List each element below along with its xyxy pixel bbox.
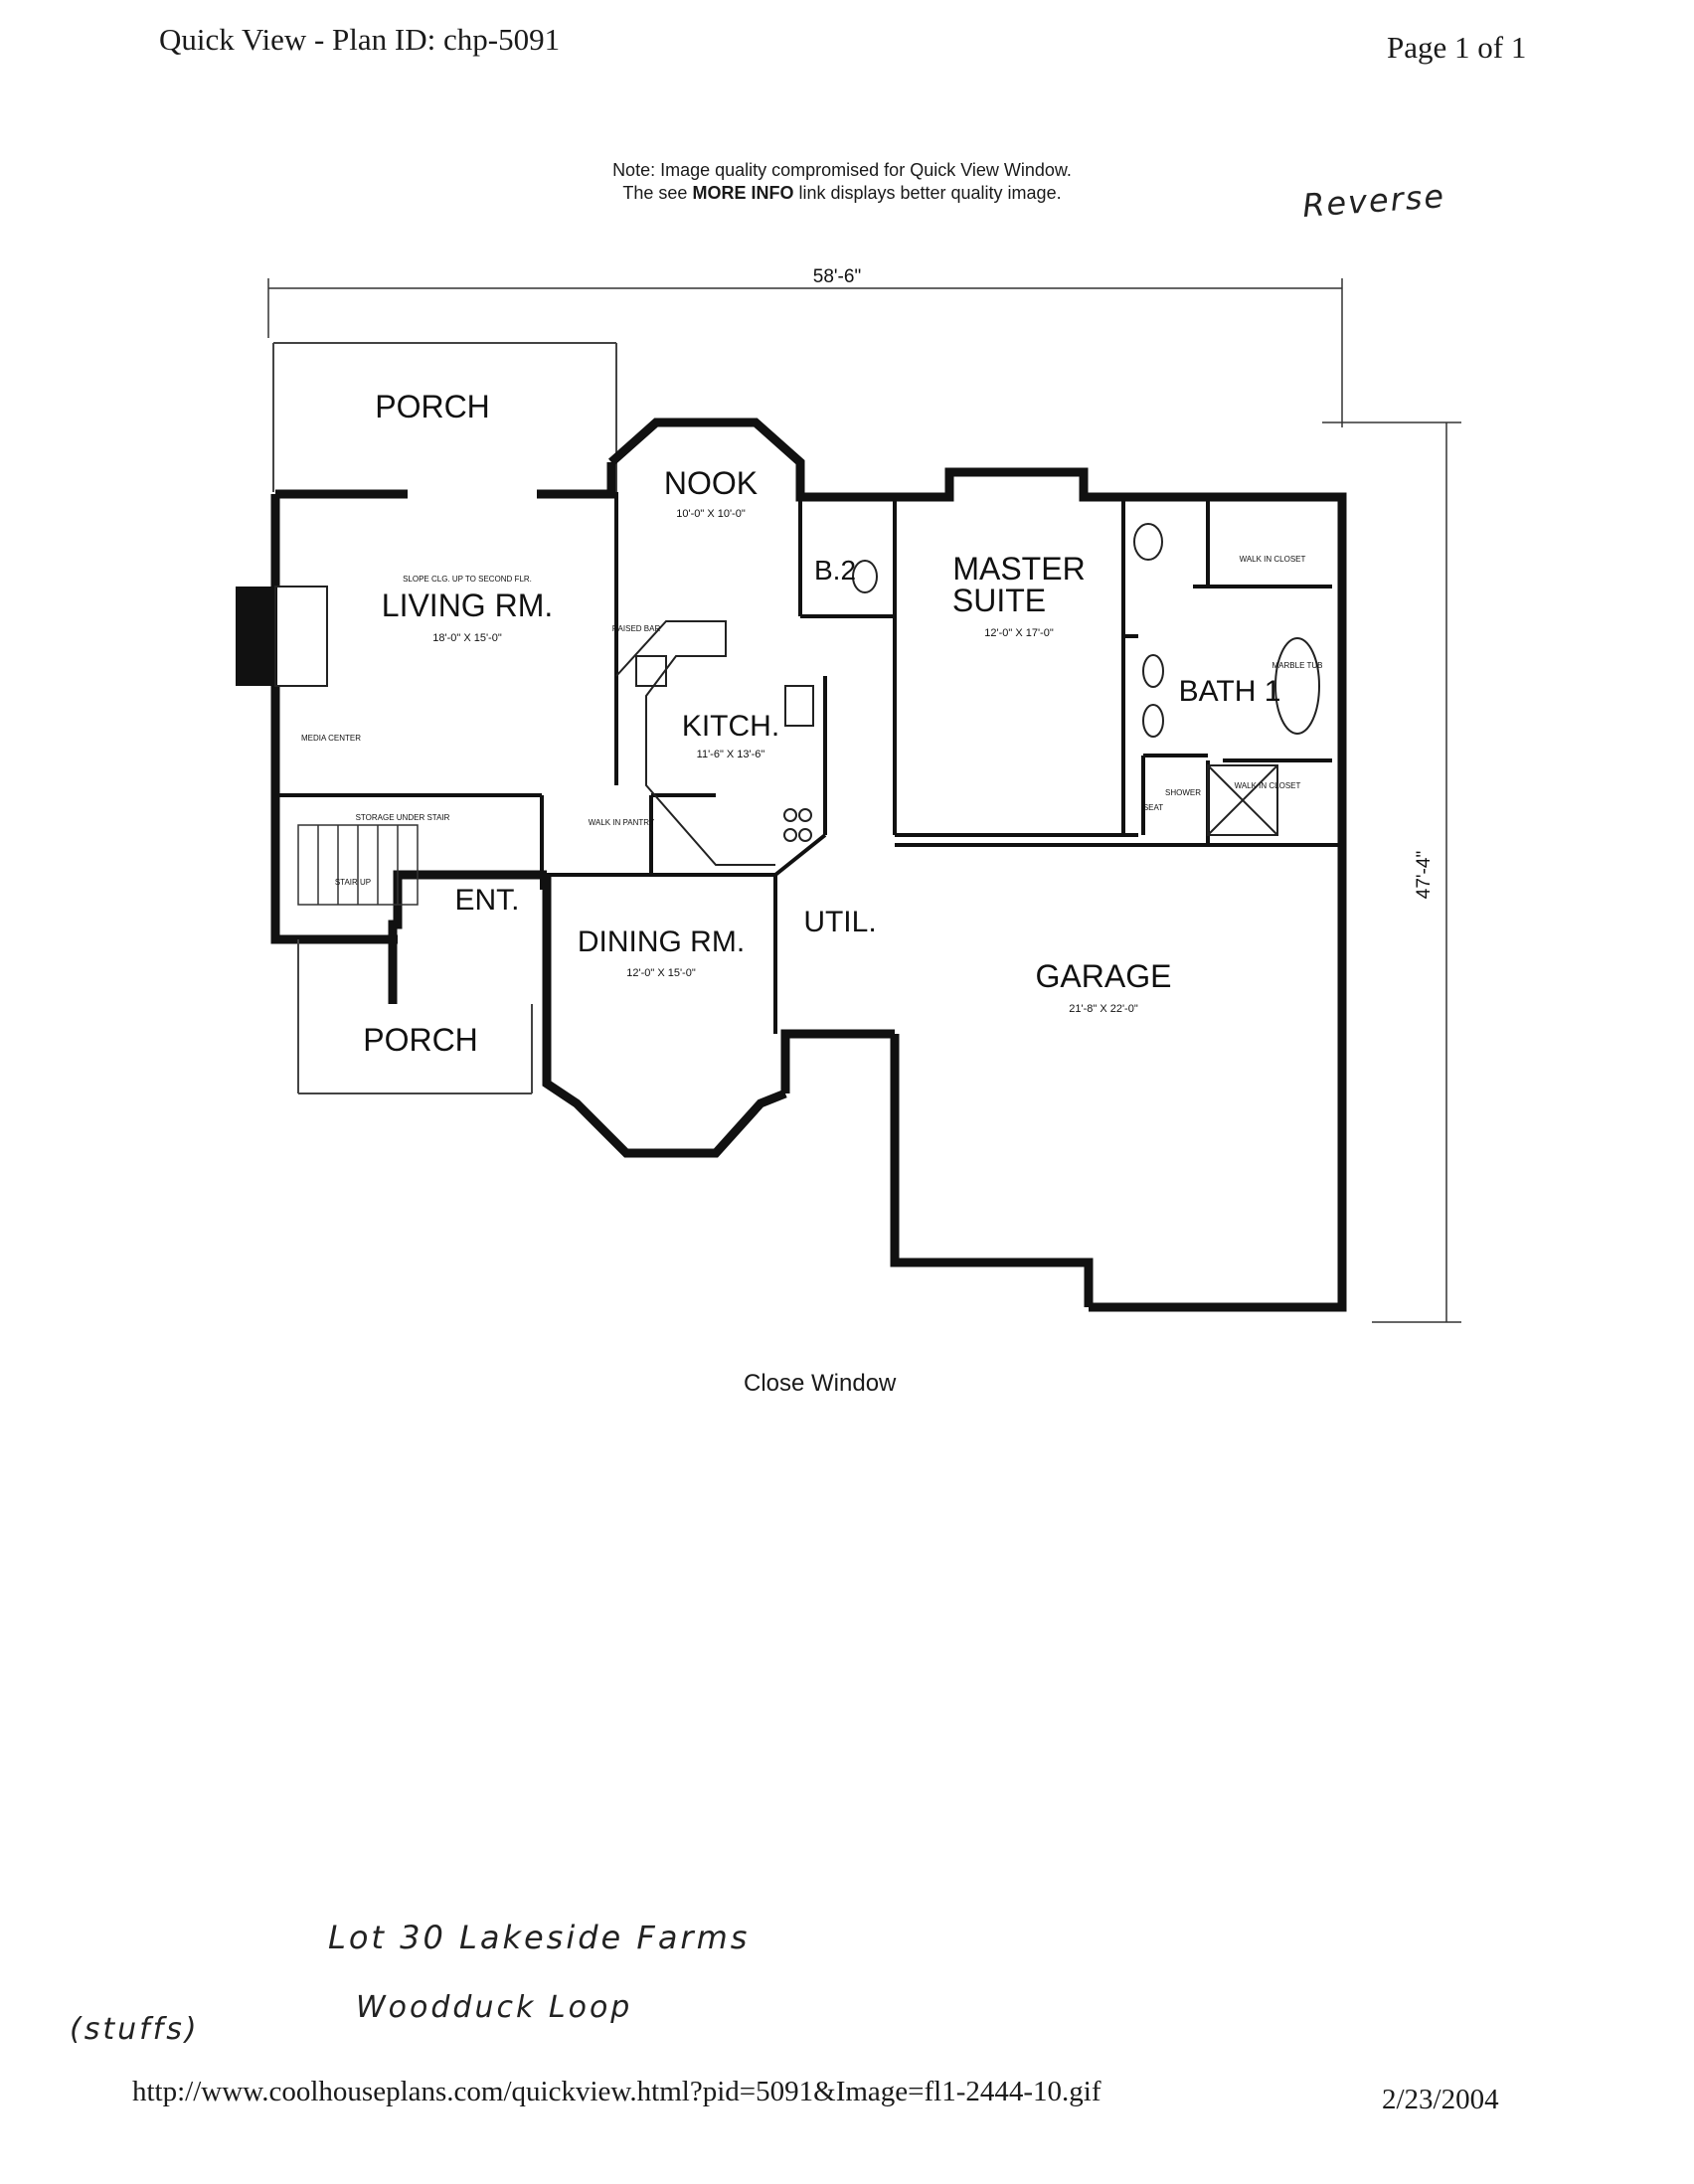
walk-in-closet-1: WALK IN CLOSET xyxy=(1240,555,1306,564)
bottom-porch-outline xyxy=(297,939,533,1094)
width-dimension-line xyxy=(267,278,1343,427)
depth-dimension-line xyxy=(1322,421,1461,1323)
living-room-size: 18'-0" X 15'-0" xyxy=(432,632,502,644)
note-line-1: Note: Image quality compromised for Quic… xyxy=(612,160,1072,180)
kitchen-size: 11'-6" X 13'-6" xyxy=(697,749,765,760)
more-info-link[interactable]: MORE INFO xyxy=(692,183,794,203)
note-suffix: link displays better quality image. xyxy=(793,183,1062,203)
entry-label: ENT. xyxy=(454,884,519,917)
note-line-2: The see MORE INFO link displays better q… xyxy=(0,182,1689,205)
close-window-link[interactable]: Close Window xyxy=(744,1370,897,1397)
storage-under-stair: STORAGE UNDER STAIR xyxy=(356,813,450,822)
utility-label: UTIL. xyxy=(803,906,876,938)
footer-url: http://www.coolhouseplans.com/quickview.… xyxy=(132,2076,1101,2107)
porch-top-label: PORCH xyxy=(375,389,490,424)
fireplace xyxy=(236,587,277,686)
nook-label: NOOK xyxy=(664,465,758,501)
walk-in-closet-2: WALK IN CLOSET xyxy=(1235,781,1301,790)
shower-label: SHOWER xyxy=(1165,788,1201,797)
living-room-label: LIVING RM. xyxy=(382,588,553,623)
hearth xyxy=(274,586,328,687)
slope-ceiling-note: SLOPE CLG. UP TO SECOND FLR. xyxy=(403,575,532,584)
width-dimension: 58'-6" xyxy=(813,266,861,287)
handwritten-stuffs: (stuffs) xyxy=(70,2012,200,2047)
bath-1-label: BATH 1 xyxy=(1179,675,1281,708)
kitchen-counters xyxy=(615,620,814,866)
raised-bar-label: RAISED BAR xyxy=(612,624,661,633)
kitchen-label: KITCH. xyxy=(682,710,779,743)
top-porch-outline xyxy=(272,342,617,492)
footer-date: 2/23/2004 xyxy=(1382,2084,1499,2115)
dining-room-size: 12'-0" X 15'-0" xyxy=(626,967,696,979)
handwritten-street: Woodduck Loop xyxy=(356,1990,633,2025)
nook-size: 10'-0" X 10'-0" xyxy=(676,508,746,520)
image-quality-note: Note: Image quality compromised for Quic… xyxy=(0,159,1694,205)
walk-in-pantry: WALK IN PANTRY xyxy=(589,818,655,827)
depth-dimension: 47'-4" xyxy=(1414,851,1435,899)
note-prefix: The see xyxy=(622,183,693,203)
garage-size: 21'-8" X 22'-0" xyxy=(1069,1003,1138,1015)
bath-fixtures xyxy=(852,523,1320,836)
marble-tub-label: MARBLE TUB xyxy=(1272,661,1323,670)
stairs xyxy=(297,824,419,906)
stair-up-label: STAIR UP xyxy=(335,878,371,887)
exterior-walls xyxy=(270,418,1347,1312)
porch-bottom-label: PORCH xyxy=(363,1022,478,1058)
master-size: 12'-0" X 17'-0" xyxy=(984,627,1054,639)
suite-label: SUITE xyxy=(952,583,1046,618)
master-label: MASTER xyxy=(952,551,1085,587)
page-number: Page 1 of 1 xyxy=(1387,30,1527,65)
handwritten-lot: Lot 30 Lakeside Farms xyxy=(328,1919,751,1956)
media-center-label: MEDIA CENTER xyxy=(301,734,361,743)
seat-label: SEAT xyxy=(1143,803,1163,812)
page-header-title: Quick View - Plan ID: chp-5091 xyxy=(159,22,561,57)
bath-2-label: B.2 xyxy=(814,555,856,586)
interior-walls xyxy=(275,492,1342,1034)
garage-label: GARAGE xyxy=(1036,958,1172,994)
dining-room-label: DINING RM. xyxy=(578,925,745,958)
